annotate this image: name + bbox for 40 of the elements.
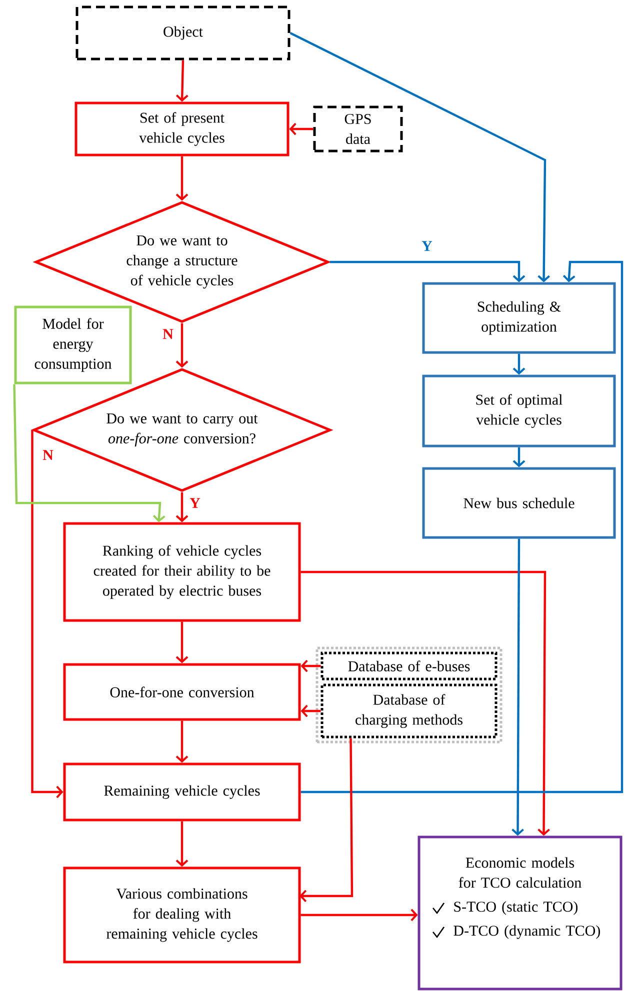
data-box: GPS data [313,106,403,152]
edge-label: N [42,449,54,461]
arrow [176,492,188,522]
model-box: Economic models for TCO calculation S-TCO (static TCO) D-TCO (dynamic TCO) [418,836,622,990]
arrow [300,908,418,922]
database-box: Database of charging methods [320,684,498,738]
process-box: Various combinations for dealing with remaining vehicle cycles [63,866,301,964]
edge-label: Y [188,497,202,509]
arrow [300,660,321,672]
arrow [512,538,524,836]
arrow [300,260,624,794]
arrow [13,384,166,522]
arrow [176,622,188,664]
process-box: Scheduling & optimization [422,282,616,354]
process-box: Set of present vehicle cycles [74,102,290,156]
input-box: Model for energy consumption [14,306,132,384]
arrow [31,430,64,798]
arrow [176,156,188,201]
process-box: Set of optimal vehicle cycles [422,374,616,448]
edge-label: N [162,328,174,340]
arrow [176,720,188,763]
database-box: Database of e-buses [320,652,498,680]
arrow [176,323,188,368]
arrow [300,570,550,836]
arrow [300,738,354,902]
arrow [512,354,526,375]
arrow [512,447,526,468]
arrow [289,122,314,136]
process-box: One-for-one conversion [63,663,301,721]
data-box: Object [76,6,290,60]
process-box: New bus schedule [422,467,616,539]
arrow [176,60,188,102]
edge-label: Y [420,240,434,252]
arrow [176,821,188,867]
arrow [330,260,526,282]
process-box: Ranking of vehicle cycles created for their ability to be operated by electric buses [63,522,301,622]
arrow [300,704,321,718]
database-frame [316,646,502,744]
process-box: Remaining vehicle cycles [63,762,301,822]
arrow [290,32,550,282]
